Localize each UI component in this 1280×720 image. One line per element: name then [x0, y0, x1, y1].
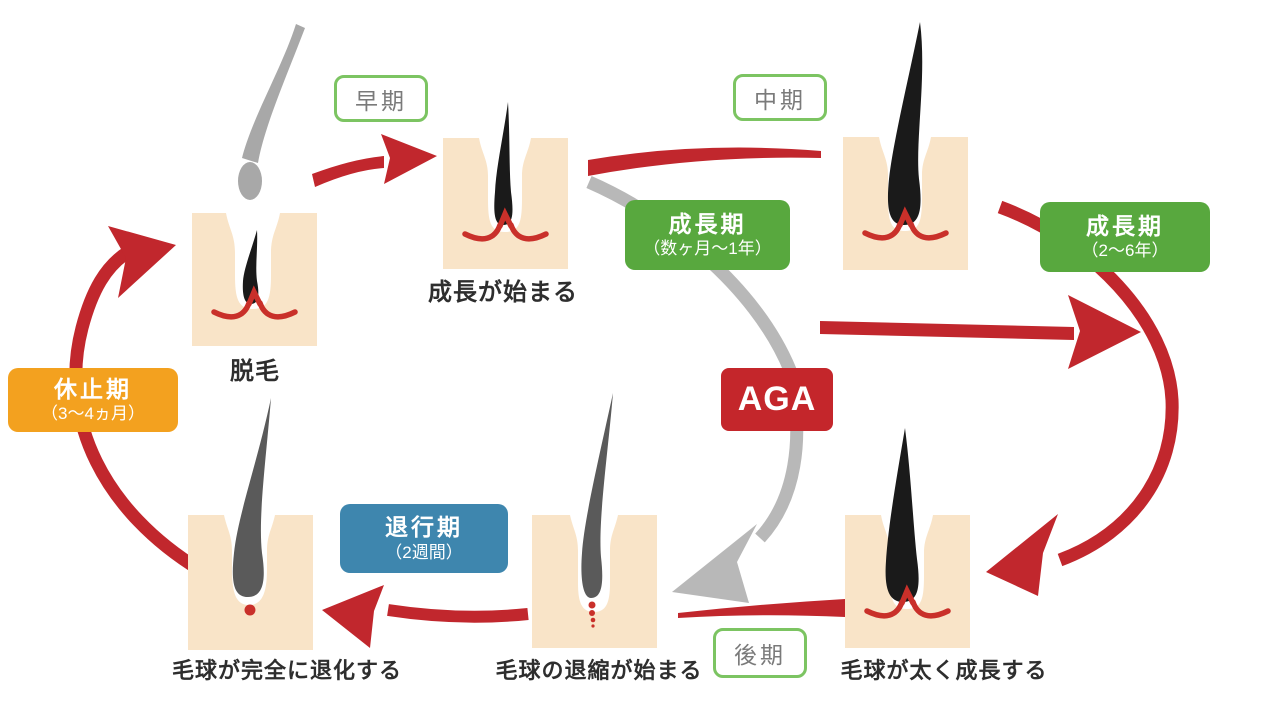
hair — [494, 102, 513, 225]
phase-box-aga: AGA — [721, 368, 833, 431]
detached-papilla-dot — [244, 604, 256, 616]
phase-growth-main-name: 成長期 — [1086, 212, 1164, 239]
dermal-papilla-roots — [462, 207, 549, 242]
follicle-thick-bulb-illustration — [845, 428, 970, 648]
arrowhead — [322, 585, 384, 648]
caption-bulb-fully-degenerates: 毛球が完全に退化する — [171, 658, 403, 683]
phase-regression-name: 退行期 — [385, 514, 463, 541]
phase-growth-early-name: 成長期 — [668, 210, 747, 237]
stage-tag-late-label: 後期 — [734, 642, 786, 668]
dermal-papilla-roots — [211, 285, 298, 320]
phase-box-regression: 退行期 （2週間） — [340, 504, 508, 573]
stage-tag-early-label: 早期 — [355, 87, 407, 114]
arrow-growth-main — [820, 295, 1141, 369]
arrow-shaft — [387, 604, 529, 623]
follicle-shedding-illustration — [192, 213, 317, 346]
follicle-growth-start-illustration — [443, 102, 568, 269]
retracting-papilla-dots — [588, 601, 596, 628]
stage-tag-late: 後期 — [713, 628, 807, 678]
follicle-growth-mid-illustration — [843, 22, 968, 270]
hair — [887, 22, 923, 225]
hair — [581, 393, 613, 598]
shed-hair-club — [238, 162, 262, 200]
cycle-arc-right-arrowhead — [986, 514, 1058, 596]
follicle-shrinking-illustration — [532, 393, 657, 648]
caption-growth-starts: 成長が始まる — [428, 279, 578, 306]
arrow-shaft — [820, 321, 1074, 340]
dermal-papilla-roots — [862, 206, 949, 241]
arrow-thick-to-shrink — [678, 599, 845, 618]
phase-box-rest: 休止期 （3〜4ヵ月） — [8, 368, 178, 432]
phase-aga-label: AGA — [737, 380, 817, 419]
stage-tag-middle: 中期 — [733, 74, 827, 121]
aga-bypass-arrowhead — [672, 524, 757, 603]
cycle-arc-left-arrowhead — [108, 226, 176, 298]
caption-shedding: 脱毛 — [230, 358, 280, 385]
hair — [885, 428, 919, 602]
phase-growth-main-duration: （2〜6年） — [1081, 241, 1169, 261]
arrow-shedding-to-growth-start — [312, 134, 437, 187]
phase-rest-duration: （3〜4ヵ月） — [41, 404, 145, 424]
stage-tag-early: 早期 — [334, 75, 428, 122]
new-hair — [242, 230, 259, 304]
phase-box-growth-main: 成長期 （2〜6年） — [1040, 202, 1210, 272]
arrow-shrink-to-degenerate — [322, 585, 529, 648]
phase-box-growth-early: 成長期 （数ヶ月〜1年） — [625, 200, 790, 270]
phase-rest-name: 休止期 — [54, 375, 132, 402]
follicle-degenerated-illustration — [188, 398, 313, 650]
dermal-papilla-roots — [864, 584, 951, 619]
arrow-growth-start-to-mid — [588, 147, 821, 176]
caption-bulb-shrinking-starts: 毛球の退縮が始まる — [495, 658, 703, 683]
phase-regression-duration: （2週間） — [385, 542, 463, 562]
caption-bulb-grows-thick: 毛球が太く成長する — [840, 658, 1048, 683]
hair — [232, 398, 271, 597]
arrow-shaft — [312, 156, 384, 187]
falling-hair — [238, 24, 305, 200]
stage-tag-middle-label: 中期 — [754, 86, 806, 113]
phase-growth-early-duration: （数ヶ月〜1年） — [643, 239, 772, 259]
shed-hair-strand — [242, 24, 305, 163]
arrowhead — [381, 134, 437, 184]
arrowhead — [1068, 295, 1141, 369]
